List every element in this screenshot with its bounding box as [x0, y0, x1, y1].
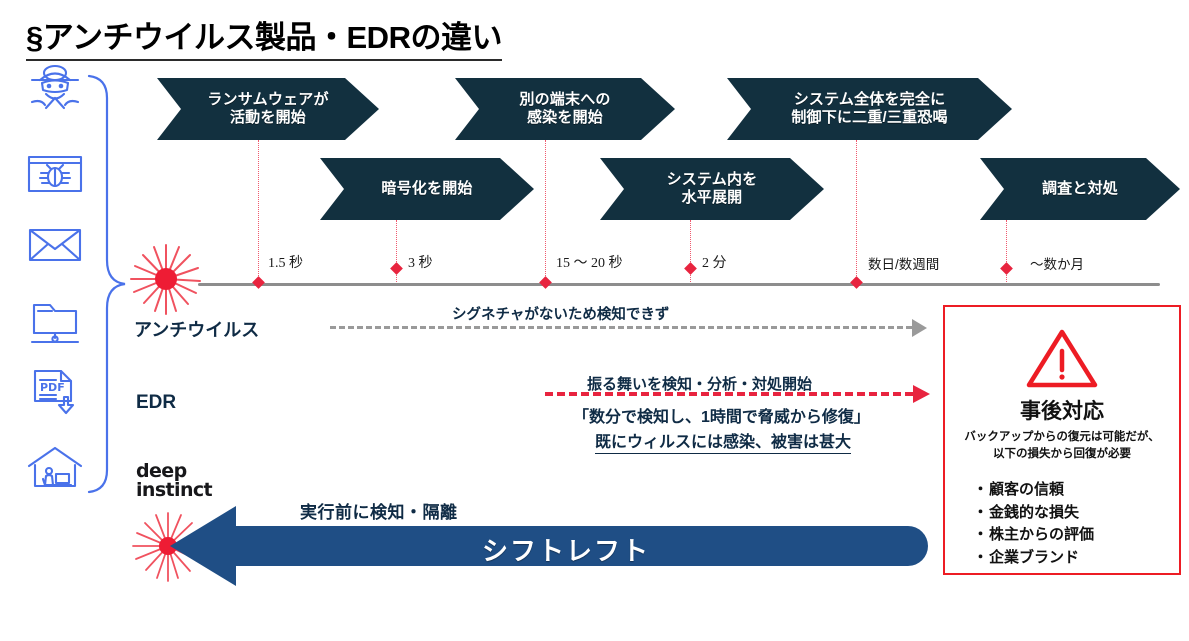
timeline-label-6: ～数か月 [1030, 257, 1084, 272]
edr-response-arrow [545, 385, 935, 403]
timeline-marker [850, 276, 863, 289]
timeline-connector-4 [690, 220, 692, 282]
timeline-connector-3 [545, 140, 547, 282]
chevron-line-1: システム全体を完全に [793, 90, 946, 108]
aftermath-subtitle-line-2: 以下の損失から回復が必要 [993, 447, 1131, 460]
edr-damage-note: 既にウィルスには感染、被害は甚大 [595, 428, 852, 454]
list-item: ・金銭的な損失 [973, 503, 1080, 521]
list-item: ・株主からの評価 [973, 526, 1095, 543]
attack-step-investigate-respond: 調査と対処 [980, 158, 1180, 220]
chevron-line-2: 水平展開 [681, 189, 743, 206]
pdf-download-icon: PDF [16, 366, 94, 428]
home-office-icon [16, 444, 94, 506]
chevron-line-1: システム内を [666, 170, 758, 188]
impact-starburst-antivirus [128, 241, 204, 322]
network-folder-icon [16, 294, 94, 356]
timeline-label-5: 数日/数週間 [868, 257, 940, 272]
timeline-marker [684, 262, 697, 275]
timeline-label-2: 3 秒 [408, 256, 433, 271]
chevron-line-1: ランサムウェアが [207, 90, 329, 108]
chevron-line-2: 活動を開始 [229, 109, 306, 126]
chevron-line-2: 制御下に二重/三重恐喝 [791, 109, 948, 126]
attack-step-horizontal-spread: システム内を 水平展開 [600, 158, 824, 220]
warning-triangle-icon [945, 325, 1179, 396]
edr-timeframe-note: 「数分で検知し、1時間で脅威から修復」 [573, 409, 870, 426]
timeline-marker [390, 262, 403, 275]
list-item: ・企業ブランド [973, 548, 1080, 566]
timeline-connector-1 [258, 140, 260, 282]
aftermath-subtitle-line-1: バックアップからの復元は可能だが、 [964, 431, 1160, 443]
attack-step-ransomware-start: ランサムウェアが 活動を開始 [157, 78, 379, 140]
list-item-label: 顧客の信頼 [989, 481, 1065, 498]
edr-detect-analyze-note: 振る舞いを検知・分析・対処開始 [587, 376, 813, 393]
timeline-connector-6 [1006, 220, 1008, 282]
grouping-brace [86, 72, 130, 507]
deep-instinct-logo: deep instinct [136, 460, 213, 502]
bug-in-window-icon [16, 150, 94, 212]
timeline-label-1: 1.5 秒 [268, 256, 303, 271]
envelope-icon [16, 222, 94, 284]
attack-step-lateral-infection: 別の端末への 感染を開始 [455, 78, 675, 140]
timeline-axis [198, 283, 1160, 286]
list-item-label: 企業ブランド [989, 548, 1080, 566]
svg-text:PDF: PDF [40, 381, 65, 394]
chevron-line-1: 別の端末への [519, 90, 611, 108]
timeline-marker [539, 276, 552, 289]
timeline-label-4: 2 分 [702, 256, 727, 271]
row-label-antivirus: アンチウイルス [134, 320, 260, 340]
row-label-edr: EDR [136, 392, 177, 413]
timeline-marker [1000, 262, 1013, 275]
antivirus-no-signature-note: シグネチャがないため検知できず [452, 307, 670, 323]
list-item-label: 金銭的な損失 [989, 503, 1080, 521]
aftermath-panel: 事後対応 バックアップからの復元は可能だが、 以下の損失から回復が必要 ・顧客の… [943, 305, 1181, 575]
timeline-connector-5 [856, 140, 858, 282]
attack-step-encryption-start: 暗号化を開始 [320, 158, 534, 220]
timeline-connector-2 [396, 220, 398, 282]
shift-left-label: シフトレフト [482, 536, 651, 566]
page-title: §アンチウイルス製品・EDRの違い [26, 12, 502, 61]
timeline-marker [252, 276, 265, 289]
chevron-line-1: 暗号化を開始 [381, 179, 473, 197]
shift-left-subtitle: 実行前に検知・隔離 [300, 503, 458, 522]
aftermath-loss-list: ・顧客の信頼 ・金銭的な損失 ・株主からの評価 ・企業ブランド [973, 479, 1094, 569]
attack-step-full-control-extortion: システム全体を完全に 制御下に二重/三重恐喝 [727, 78, 1012, 140]
chevron-line-1: 調査と対処 [1041, 179, 1118, 197]
logo-line-1: deep [136, 460, 187, 482]
spy-hacker-icon [16, 60, 94, 122]
aftermath-subtitle: バックアップからの復元は可能だが、 以下の損失から回復が必要 [945, 429, 1179, 462]
list-item: ・顧客の信頼 [973, 481, 1065, 498]
aftermath-title: 事後対応 [1020, 400, 1104, 423]
antivirus-undetected-arrow [330, 318, 930, 338]
logo-line-2: instinct [136, 479, 213, 502]
list-item-label: 株主からの評価 [989, 526, 1095, 543]
chevron-line-2: 感染を開始 [526, 109, 603, 126]
timeline-label-3: 15 ～ 20 秒 [556, 256, 623, 271]
